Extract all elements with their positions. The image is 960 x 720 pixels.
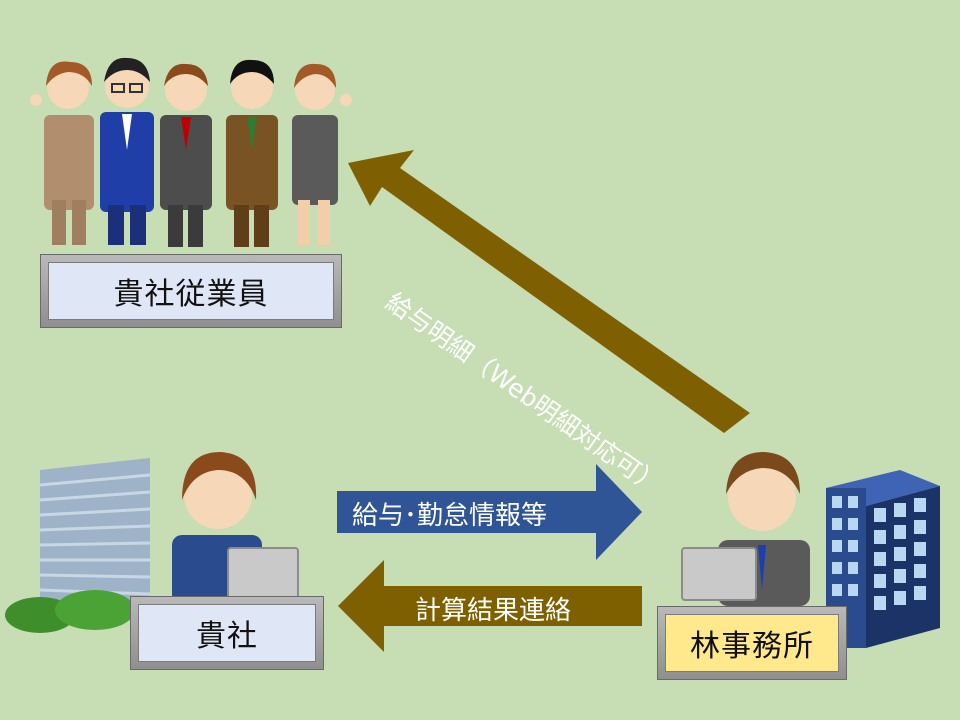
- employee-figure: [160, 63, 212, 247]
- company-label: 貴社: [138, 604, 316, 662]
- employees-label: 貴社従業員: [48, 262, 334, 320]
- calc-result-arrow-label: 計算結果連絡: [415, 596, 572, 626]
- employee-figure: [226, 59, 278, 247]
- employee-figure: [100, 57, 154, 245]
- office-label: 林事務所: [665, 614, 839, 672]
- employee-figure: [30, 61, 94, 245]
- employee-figure: [292, 63, 352, 245]
- office-label-plate: 林事務所: [657, 606, 847, 680]
- employees-label-plate: 貴社従業員: [40, 254, 342, 328]
- payroll-attendance-arrow: [337, 464, 642, 560]
- payroll-attendance-arrow-label: 給与･勤怠情報等: [352, 501, 548, 531]
- calc-result-arrow: [338, 560, 642, 652]
- payslip-arrow: [348, 150, 750, 433]
- company-label-plate: 貴社: [130, 596, 324, 670]
